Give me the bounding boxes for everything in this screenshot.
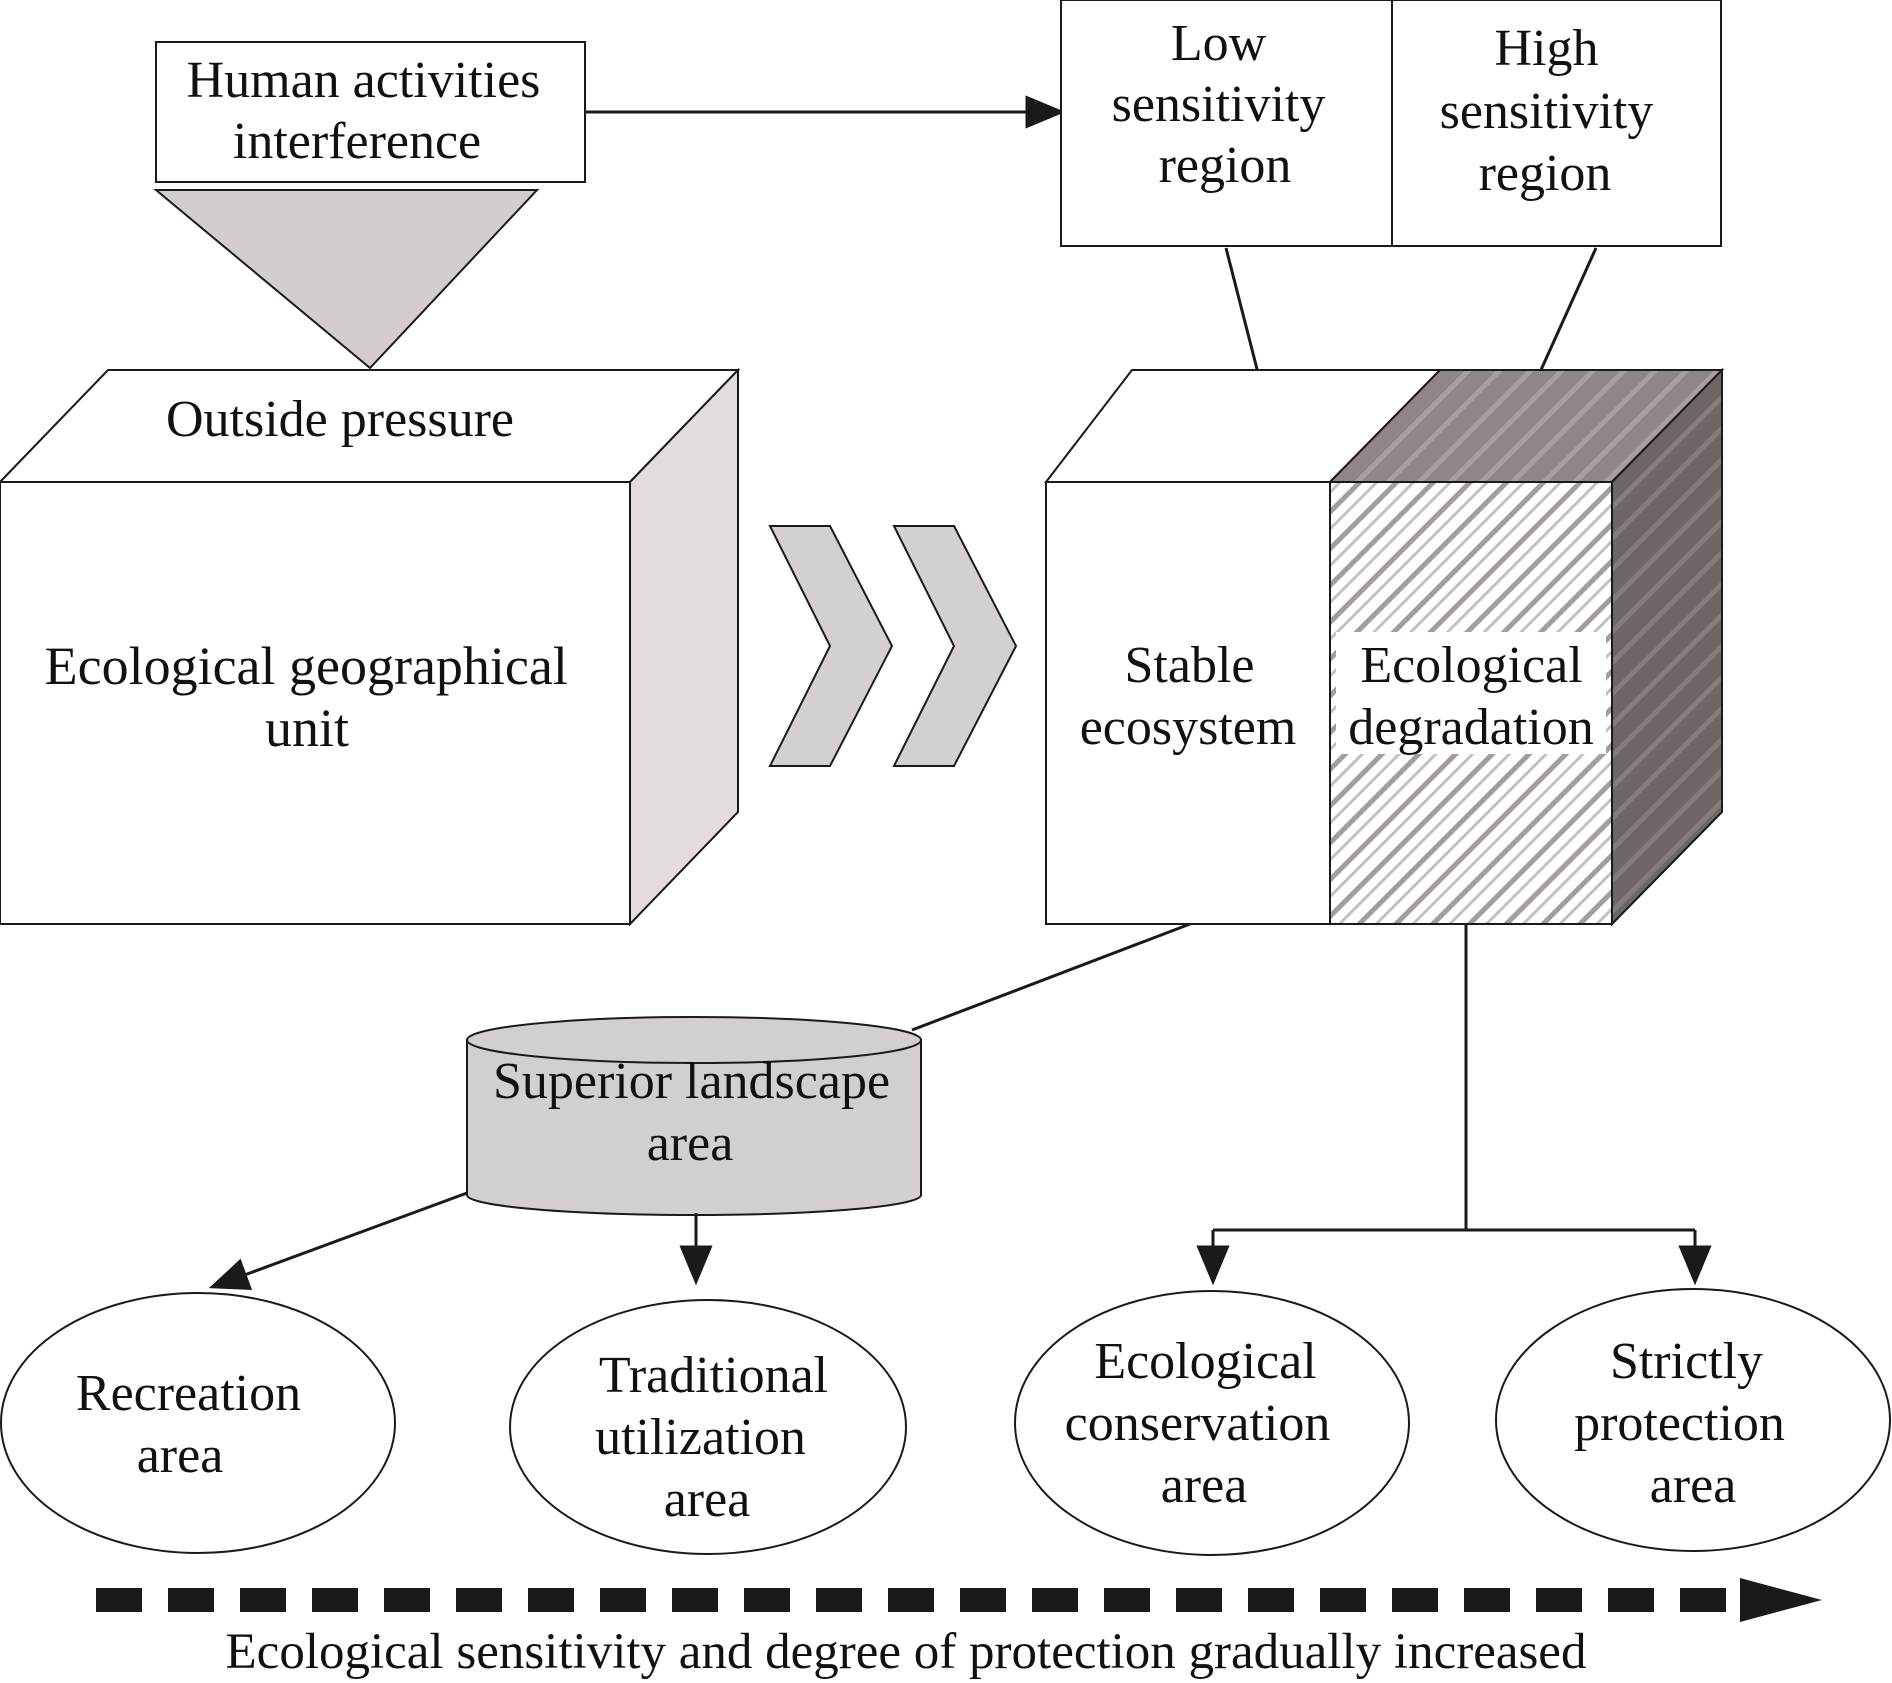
chevron-arrow-2: [892, 525, 1018, 767]
eco-degradation-label-backdrop: [1336, 632, 1606, 754]
eco-degradation-line-2: degradation: [1348, 699, 1593, 756]
conservation-area-node: Ecological conservation area: [1014, 1290, 1410, 1556]
arrow-superior-to-recreation: [208, 1191, 468, 1290]
eco-geo-unit-label: Ecological geographical unit: [45, 636, 582, 758]
connector-stable-to-superior: [911, 922, 1191, 1032]
conservation-area-ellipse: [1014, 1290, 1410, 1556]
human-activities-box: [155, 41, 586, 183]
stable-ecosystem-face: [1045, 481, 1331, 925]
low-sensitivity-line-1: Low: [1171, 15, 1267, 72]
strict-protection-ellipse: [1495, 1288, 1891, 1552]
human-activities-line-1: Human activities: [187, 52, 541, 109]
recreation-area-label: Recreation area: [76, 1365, 314, 1484]
stable-ecosystem-line-1: Stable: [1125, 637, 1255, 694]
high-sensitivity-line-3: region: [1479, 145, 1612, 202]
strict-line-3: area: [1650, 1457, 1737, 1514]
strict-line-2: protection: [1574, 1395, 1785, 1452]
sensitivity-gradient-arrowhead: [1740, 1578, 1822, 1622]
traditional-line-3: area: [664, 1471, 751, 1528]
high-sensitivity-line-1: High: [1495, 20, 1599, 77]
superior-landscape-label: Superior landscape area: [493, 1053, 903, 1172]
conservation-line-1: Ecological: [1094, 1333, 1316, 1390]
traditional-line-1: Traditional: [599, 1347, 828, 1404]
eco-geo-unit-line-1: Ecological geographical: [45, 636, 568, 696]
eco-geo-unit-cube: Outside pressure Ecological geographical…: [0, 367, 741, 927]
conservation-area-label: Ecological conservation area: [1065, 1333, 1344, 1514]
eco-degradation-label: Ecological degradation: [1348, 637, 1595, 756]
superior-landscape-cylinder: Superior landscape area: [466, 1016, 922, 1216]
traditional-line-2: utilization: [595, 1409, 806, 1466]
low-sensitivity-line-3: region: [1159, 137, 1292, 194]
recreation-line-1: Recreation: [76, 1365, 301, 1422]
high-sensitivity-line-2: sensitivity: [1440, 83, 1654, 140]
bottom-caption: Ecological sensitivity and degree of pro…: [226, 1624, 1587, 1680]
strict-line-1: Strictly: [1610, 1333, 1763, 1390]
ecosystem-state-cube: Stable ecosystem Ecological degradation: [1043, 367, 1725, 927]
recreation-area-ellipse: [0, 1292, 396, 1554]
stable-ecosystem-line-2: ecosystem: [1080, 699, 1297, 756]
low-sensitivity-line-2: sensitivity: [1112, 76, 1326, 133]
pressure-funnel-triangle: [153, 189, 540, 370]
stable-ecosystem-label: Stable ecosystem: [1080, 637, 1297, 756]
strict-protection-node: Strictly protection area: [1495, 1288, 1891, 1552]
superior-landscape-line-1: Superior landscape: [493, 1053, 890, 1110]
cylinder-top: [466, 1016, 922, 1064]
cylinder-body: [466, 1039, 922, 1216]
recreation-area-node: Recreation area: [0, 1292, 396, 1554]
strict-protection-label: Strictly protection area: [1574, 1333, 1798, 1514]
human-activities-line-2: interference: [233, 113, 481, 170]
human-activities-label: Human activities interference: [187, 52, 554, 170]
eco-degradation-line-1: Ecological: [1360, 637, 1582, 694]
superior-landscape-line-2: area: [647, 1115, 734, 1172]
high-sensitivity-label: High sensitivity region: [1440, 20, 1667, 202]
left-cube-front-face: [0, 481, 631, 925]
low-sensitivity-label: Low sensitivity region: [1112, 15, 1339, 194]
outside-pressure-label: Outside pressure: [166, 391, 514, 448]
sensitivity-regions: Low sensitivity region High sensitivity …: [1060, 0, 1722, 247]
traditional-utilization-label: Traditional utilization area: [595, 1347, 841, 1528]
conservation-line-2: conservation: [1065, 1395, 1331, 1452]
eco-geo-unit-line-2: unit: [265, 698, 349, 758]
conservation-line-3: area: [1161, 1457, 1248, 1514]
traditional-utilization-ellipse: [509, 1299, 907, 1555]
chevron-arrow-1: [768, 525, 894, 767]
human-activities-node: Human activities interference: [155, 41, 586, 183]
recreation-line-2: area: [137, 1427, 224, 1484]
traditional-utilization-node: Traditional utilization area: [509, 1299, 907, 1555]
